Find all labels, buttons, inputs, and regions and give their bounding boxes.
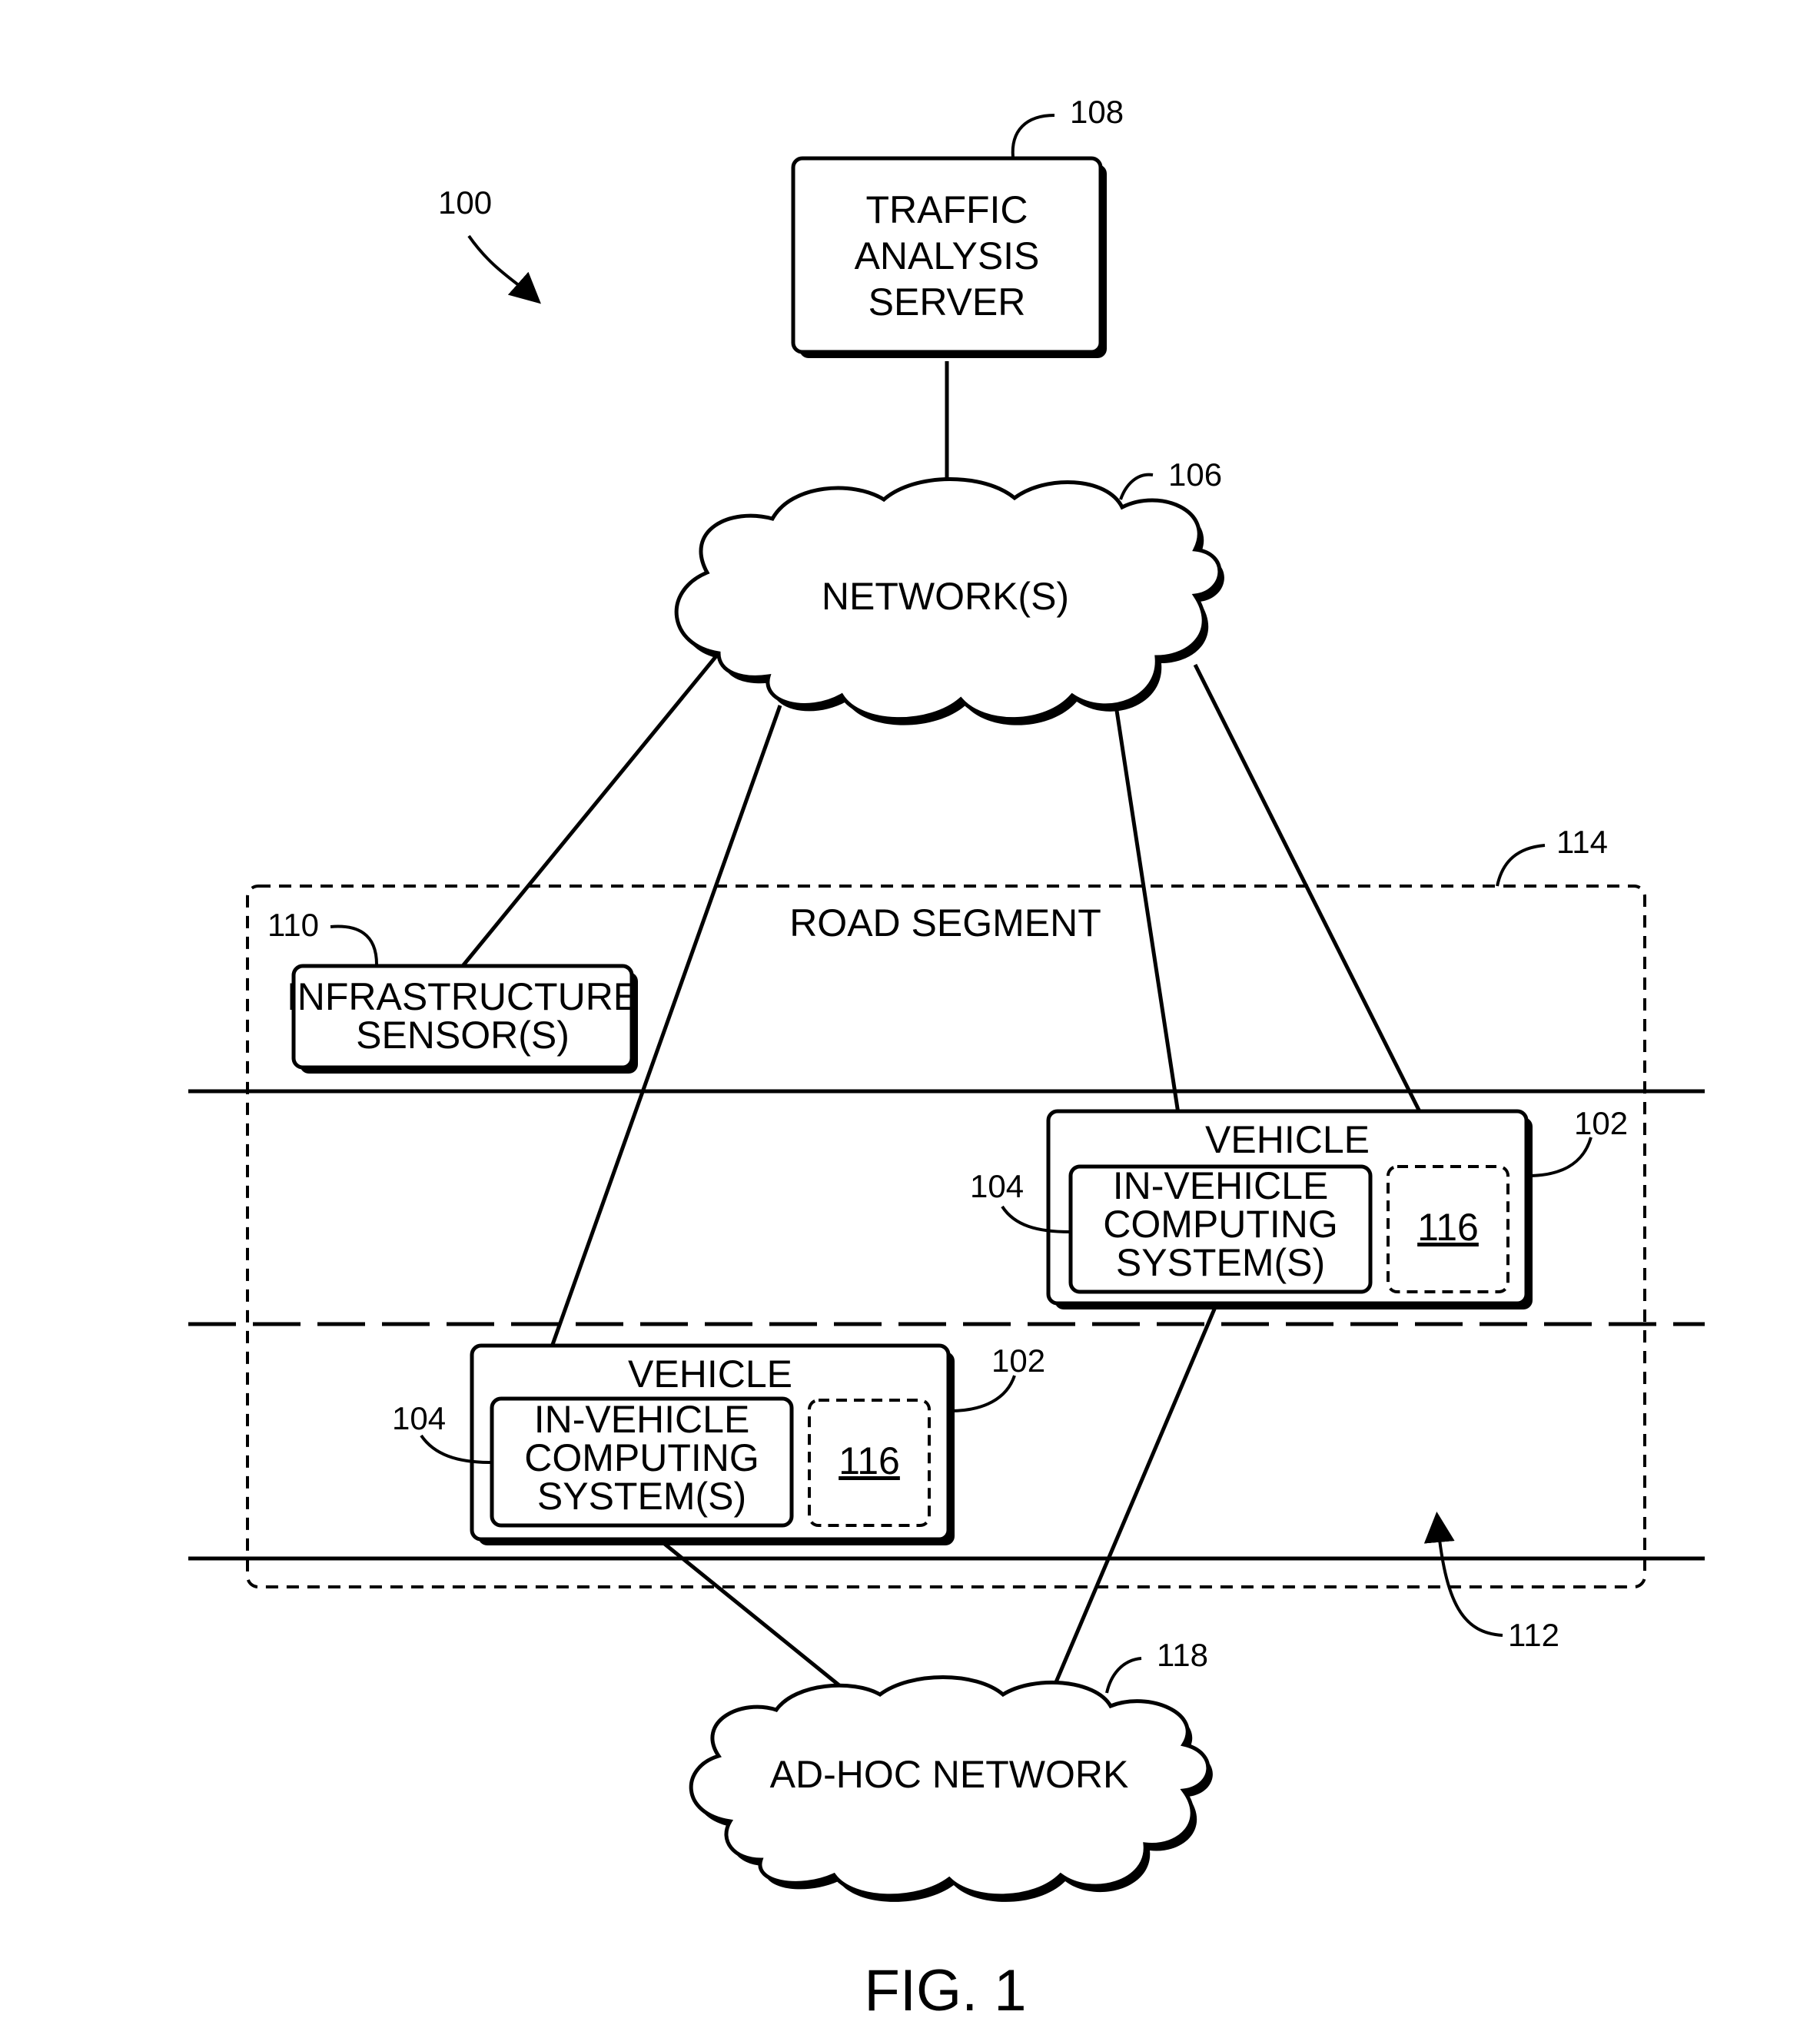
ref-118: 118 [1157,1637,1208,1673]
ref-112-arrow [1437,1518,1503,1635]
infrastructure-sensor: INFRASTRUCTURE SENSOR(S) [287,966,639,1074]
ref-108-leader [1013,115,1054,158]
vehicle-2-computing-line-2: COMPUTING [524,1436,759,1479]
ref-118-leader [1107,1658,1141,1693]
vehicle-2-module-ref: 116 [839,1439,900,1482]
ref-102-vehicle-1: 102 [1574,1105,1628,1141]
road-segment-label: ROAD SEGMENT [789,901,1101,944]
ref-100-arrow [469,236,536,300]
ref-114-leader [1497,845,1545,886]
network-label: NETWORK(S) [822,575,1069,618]
infrastructure-label-line-1: INFRASTRUCTURE [287,975,639,1018]
ref-104-vehicle-1: 104 [970,1168,1024,1204]
server-label-line-1: TRAFFIC [865,188,1028,231]
vehicle1-adhoc-link [1051,1291,1222,1693]
ref-106-leader [1121,475,1153,500]
network-vehicle1-computing-link [1114,695,1180,1124]
ref-102-leader-1 [1528,1137,1591,1176]
ref-108: 108 [1070,94,1124,130]
ref-104-vehicle-2: 104 [392,1400,446,1436]
vehicle-1-computing-line-3: SYSTEM(S) [1116,1241,1325,1284]
figure-caption: FIG. 1 [864,1958,1026,2023]
ref-114: 114 [1556,824,1608,860]
network-cloud: NETWORK(S) [676,479,1224,725]
vehicle-2-computing-line-3: SYSTEM(S) [537,1475,746,1518]
ref-100: 100 [438,184,492,221]
ref-102-vehicle-2: 102 [991,1343,1045,1379]
server-label-line-2: ANALYSIS [855,234,1040,277]
network-infrastructure-link [463,653,719,966]
vehicle-1-module-ref: 116 [1417,1206,1479,1249]
ref-110-leader [330,927,377,964]
ref-110: 110 [267,907,319,943]
vehicle2-adhoc-link [642,1525,844,1689]
vehicle-1: VEHICLE IN-VEHICLE COMPUTING SYSTEM(S) 1… [1048,1111,1533,1309]
adhoc-network-label: AD-HOC NETWORK [770,1753,1129,1796]
vehicle-2: VEHICLE IN-VEHICLE COMPUTING SYSTEM(S) 1… [472,1346,955,1545]
server-label-line-3: SERVER [868,280,1026,324]
vehicle-1-computing-line-2: COMPUTING [1103,1203,1338,1246]
infrastructure-label-line-2: SENSOR(S) [356,1014,570,1057]
vehicle-1-computing-line-1: IN-VEHICLE [1113,1164,1329,1207]
adhoc-network-cloud: AD-HOC NETWORK [691,1678,1213,1902]
vehicle-1-label: VEHICLE [1205,1118,1370,1161]
traffic-analysis-server: TRAFFIC ANALYSIS SERVER [793,158,1107,358]
vehicle-2-label: VEHICLE [628,1353,792,1396]
ref-112: 112 [1508,1617,1559,1653]
ref-106: 106 [1168,456,1222,493]
vehicle-2-computing-line-1: IN-VEHICLE [534,1398,750,1441]
ref-102-leader-2 [950,1376,1015,1411]
